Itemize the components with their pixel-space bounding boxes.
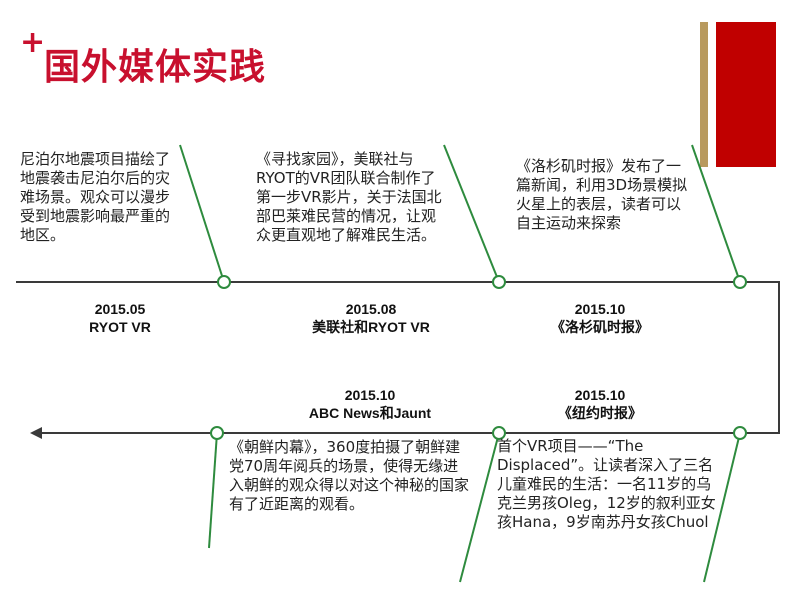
branch-line-6 bbox=[208, 432, 218, 549]
event-description-4: 首个VR项目——“The Displaced”。让读者深入了三名儿童难民的生活：… bbox=[497, 437, 716, 531]
page-title: 国外媒体实践 bbox=[44, 47, 267, 88]
decoration-gold-bar bbox=[700, 22, 708, 167]
event-date-5: 2015.10 bbox=[344, 387, 396, 403]
event-description-3: 《洛杉矶时报》发布了一篇新闻，利用3D场景模拟火星上的表层，读者可以自主运动来探… bbox=[516, 157, 688, 232]
event-label-1: 2015.05 RYOT VR bbox=[52, 300, 188, 336]
timeline-node-1 bbox=[217, 275, 231, 289]
timeline-node-2 bbox=[492, 275, 506, 289]
branch-line-4 bbox=[703, 432, 741, 583]
event-date-2: 2015.08 bbox=[345, 301, 397, 317]
timeline-node-4 bbox=[733, 426, 747, 440]
branch-line-2 bbox=[443, 144, 500, 283]
timeline-arrow-head bbox=[30, 427, 42, 439]
event-date-1: 2015.05 bbox=[94, 301, 146, 317]
event-description-1: 尼泊尔地震项目描绘了地震袭击尼泊尔后的灾难场景。观众可以漫步受到地震影响最严重的… bbox=[20, 150, 171, 244]
decoration-red-block bbox=[716, 22, 776, 167]
event-label-2: 2015.08 美联社和RYOT VR bbox=[286, 300, 456, 336]
plus-icon: + bbox=[20, 25, 46, 60]
branch-line-3 bbox=[691, 144, 741, 283]
timeline-node-3 bbox=[733, 275, 747, 289]
event-label-5: 2015.10 ABC News和Jaunt bbox=[290, 386, 450, 422]
event-label-4: 2015.10 《纽约时报》 bbox=[530, 386, 670, 422]
timeline-main-line bbox=[16, 281, 780, 434]
event-org-5: ABC News和Jaunt bbox=[308, 405, 432, 421]
event-date-3: 2015.10 bbox=[574, 301, 626, 317]
timeline-node-5 bbox=[492, 426, 506, 440]
event-label-3: 2015.10 《洛杉矶时报》 bbox=[530, 300, 670, 336]
event-org-4: 《纽约时报》 bbox=[558, 405, 642, 421]
event-description-2: 《寻找家园》，美联社与RYOT的VR团队联合制作了第一步VR影片，关于法国北部巴… bbox=[256, 150, 442, 244]
event-org-1: RYOT VR bbox=[89, 319, 151, 335]
branch-line-5 bbox=[459, 432, 500, 583]
timeline-node-6 bbox=[210, 426, 224, 440]
branch-line-1 bbox=[179, 144, 225, 283]
event-org-2: 美联社和RYOT VR bbox=[312, 319, 430, 335]
event-org-3: 《洛杉矶时报》 bbox=[551, 319, 649, 335]
event-description-5: 《朝鲜内幕》，360度拍摄了朝鲜建党70周年阅兵的场景，使得无缘进入朝鲜的观众得… bbox=[229, 438, 470, 513]
event-date-4: 2015.10 bbox=[574, 387, 626, 403]
